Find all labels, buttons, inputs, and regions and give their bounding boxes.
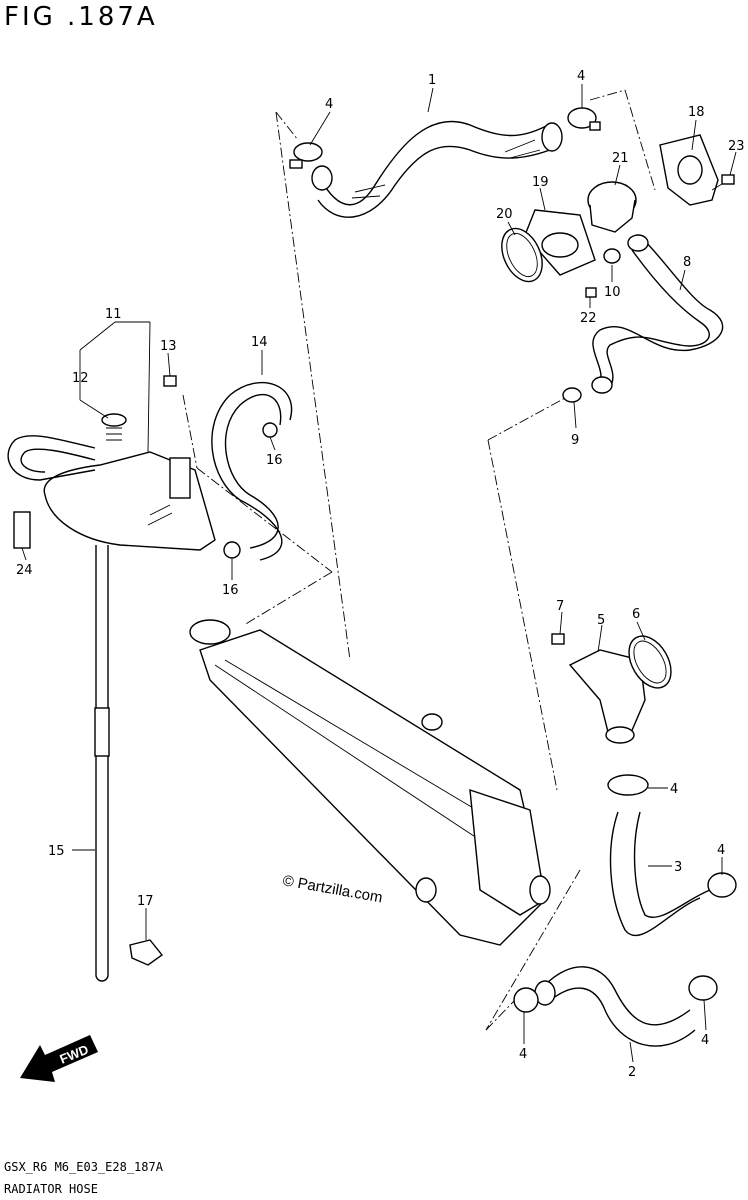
callout-19: 19 bbox=[532, 175, 549, 190]
callout-11: 11 bbox=[105, 307, 122, 322]
callout-16: 16 bbox=[266, 453, 283, 468]
callout-17: 17 bbox=[137, 894, 154, 909]
callout-13: 13 bbox=[160, 339, 177, 354]
fwd-label: FWD bbox=[58, 1042, 91, 1067]
callout-12: 12 bbox=[72, 371, 89, 386]
callout-10: 10 bbox=[604, 285, 621, 300]
callout-23: 23 bbox=[728, 139, 745, 154]
callout-3: 3 bbox=[674, 860, 682, 875]
o-ring-20[interactable] bbox=[494, 222, 550, 288]
clamp-16-upper[interactable] bbox=[262, 422, 278, 438]
callout-5: 5 bbox=[597, 613, 605, 628]
figure-title: FIG .187A bbox=[4, 2, 158, 32]
drain-hose-15[interactable] bbox=[94, 545, 110, 982]
hose-2[interactable] bbox=[534, 966, 696, 1047]
bolt-7[interactable] bbox=[551, 633, 565, 645]
thermostat-case-19[interactable] bbox=[524, 209, 596, 276]
reservoir-tank[interactable] bbox=[43, 451, 216, 551]
bolt-13[interactable] bbox=[163, 375, 177, 387]
callout-7: 7 bbox=[556, 599, 564, 614]
callout-16: 16 bbox=[222, 583, 239, 598]
figure-name: RADIATOR HOSE bbox=[4, 1182, 98, 1196]
callout-24: 24 bbox=[16, 563, 33, 578]
upper-radiator-hose[interactable] bbox=[311, 120, 563, 218]
callout-2: 2 bbox=[628, 1065, 636, 1080]
hose-8[interactable] bbox=[591, 234, 724, 394]
callout-8: 8 bbox=[683, 255, 691, 270]
o-ring-6[interactable] bbox=[620, 629, 679, 695]
clamp-4-hose3-top[interactable] bbox=[607, 774, 649, 796]
figure-code: GSX_R6 M6_E03_E28_187A bbox=[4, 1160, 163, 1174]
callout-20: 20 bbox=[496, 207, 513, 222]
callout-4: 4 bbox=[325, 97, 333, 112]
hose-clamp-upper-left[interactable] bbox=[289, 142, 323, 169]
leader-lines bbox=[21, 84, 737, 1063]
forward-direction-arrow: FWD bbox=[20, 1035, 98, 1082]
hose-clamp-upper-right[interactable] bbox=[567, 107, 601, 131]
watermark: © Partzilla.com bbox=[281, 872, 383, 906]
clamp-16-lower[interactable] bbox=[223, 541, 241, 559]
reservoir-cap-12[interactable] bbox=[101, 413, 127, 441]
clamp-4-hose3-end[interactable] bbox=[707, 872, 737, 898]
callout-4: 4 bbox=[670, 782, 678, 797]
callout-4: 4 bbox=[577, 69, 585, 84]
callout-22: 22 bbox=[580, 311, 597, 326]
label-24 bbox=[13, 511, 31, 549]
callouts: 1 4 4 18 23 21 19 20 8 10 22 9 11 12 13 … bbox=[16, 69, 745, 1080]
hose-14[interactable] bbox=[211, 381, 293, 561]
clamp-17[interactable] bbox=[129, 939, 164, 966]
clamp-9[interactable] bbox=[562, 387, 582, 403]
callout-4: 4 bbox=[701, 1033, 709, 1048]
bolt-22[interactable] bbox=[585, 287, 597, 298]
clamp-4-hose2-left[interactable] bbox=[513, 987, 539, 1013]
thermostat-cover[interactable] bbox=[659, 134, 719, 206]
callout-9: 9 bbox=[571, 433, 579, 448]
callout-6: 6 bbox=[632, 607, 640, 622]
overflow-hose[interactable] bbox=[7, 435, 96, 481]
callout-18: 18 bbox=[688, 105, 705, 120]
thermostat-21[interactable] bbox=[587, 181, 637, 233]
callout-4: 4 bbox=[717, 843, 725, 858]
callout-1: 1 bbox=[428, 73, 436, 88]
callout-4: 4 bbox=[519, 1047, 527, 1062]
callout-15: 15 bbox=[48, 844, 65, 859]
radiator[interactable] bbox=[189, 619, 551, 946]
clamp-4-hose2-right[interactable] bbox=[688, 975, 718, 1001]
hose-3[interactable] bbox=[609, 811, 711, 937]
water-inlet-5[interactable] bbox=[568, 649, 646, 744]
callout-21: 21 bbox=[612, 151, 629, 166]
bolt-23[interactable] bbox=[711, 174, 735, 191]
clamp-10[interactable] bbox=[603, 248, 621, 264]
reference-lines bbox=[182, 89, 656, 1031]
callout-14: 14 bbox=[251, 335, 268, 350]
